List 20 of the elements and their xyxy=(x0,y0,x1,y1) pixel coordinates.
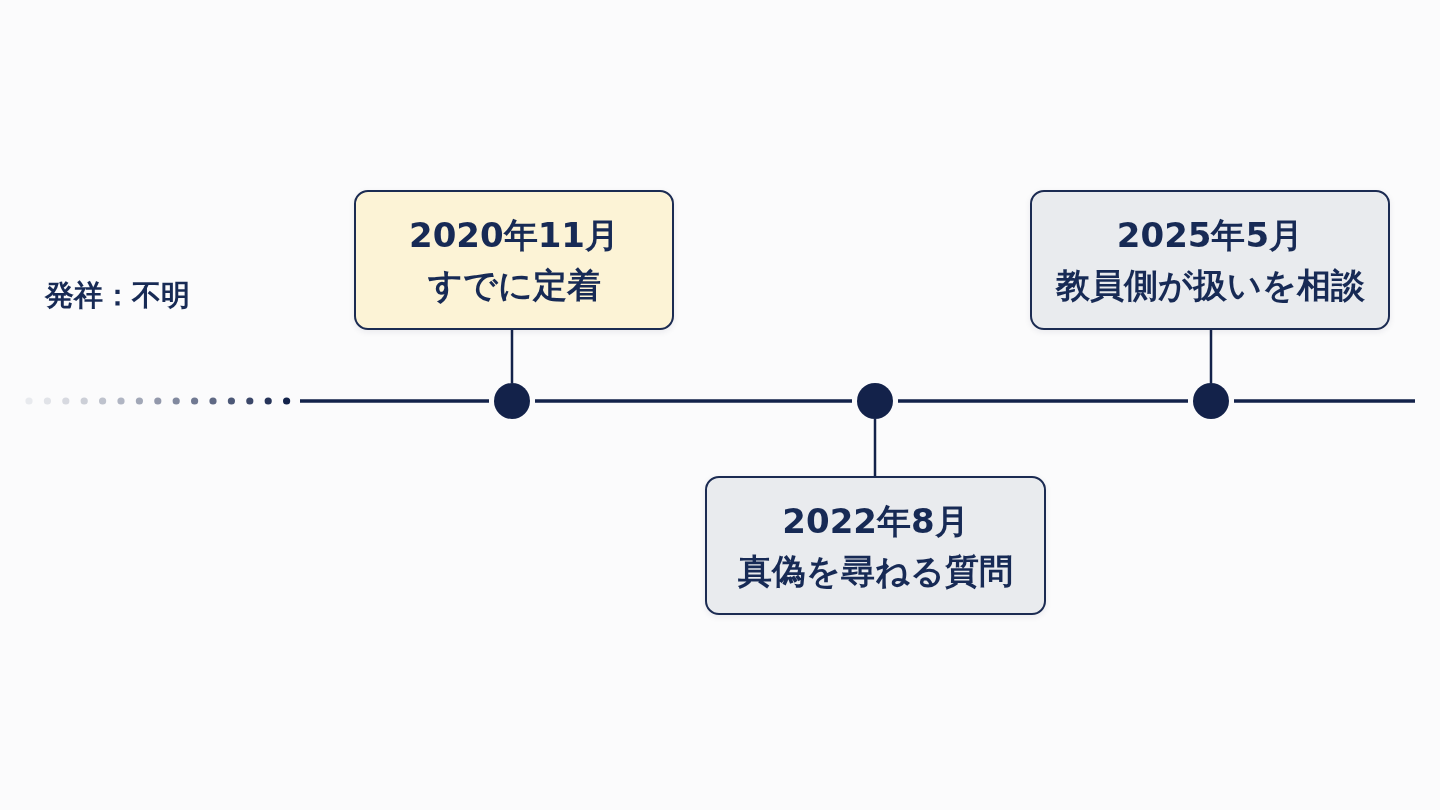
event-card xyxy=(1030,190,1390,330)
note-text: 発祥：不明 xyxy=(45,277,190,313)
event-text: すでに定着 xyxy=(427,264,601,307)
leader-line xyxy=(1209,330,1213,383)
timeline-dot xyxy=(494,383,530,419)
date-text: 2025年5月 xyxy=(1116,214,1304,257)
event-card xyxy=(705,476,1046,615)
timeline-dot xyxy=(857,383,893,419)
timeline-line xyxy=(300,399,489,403)
event-card xyxy=(354,190,674,330)
timeline-line xyxy=(898,399,1188,403)
leader-line xyxy=(510,330,514,383)
timeline-line xyxy=(1234,399,1415,403)
timeline-dot xyxy=(1193,383,1229,419)
event-text: 真偽を尋ねる質問 xyxy=(738,549,1013,593)
date-text: 2020年11月 xyxy=(409,214,619,257)
timeline-line xyxy=(535,399,852,403)
event-text: 教員側が扱いを相談 xyxy=(1055,264,1365,307)
leader-line xyxy=(873,419,877,476)
date-text: 2022年8月 xyxy=(782,499,969,543)
